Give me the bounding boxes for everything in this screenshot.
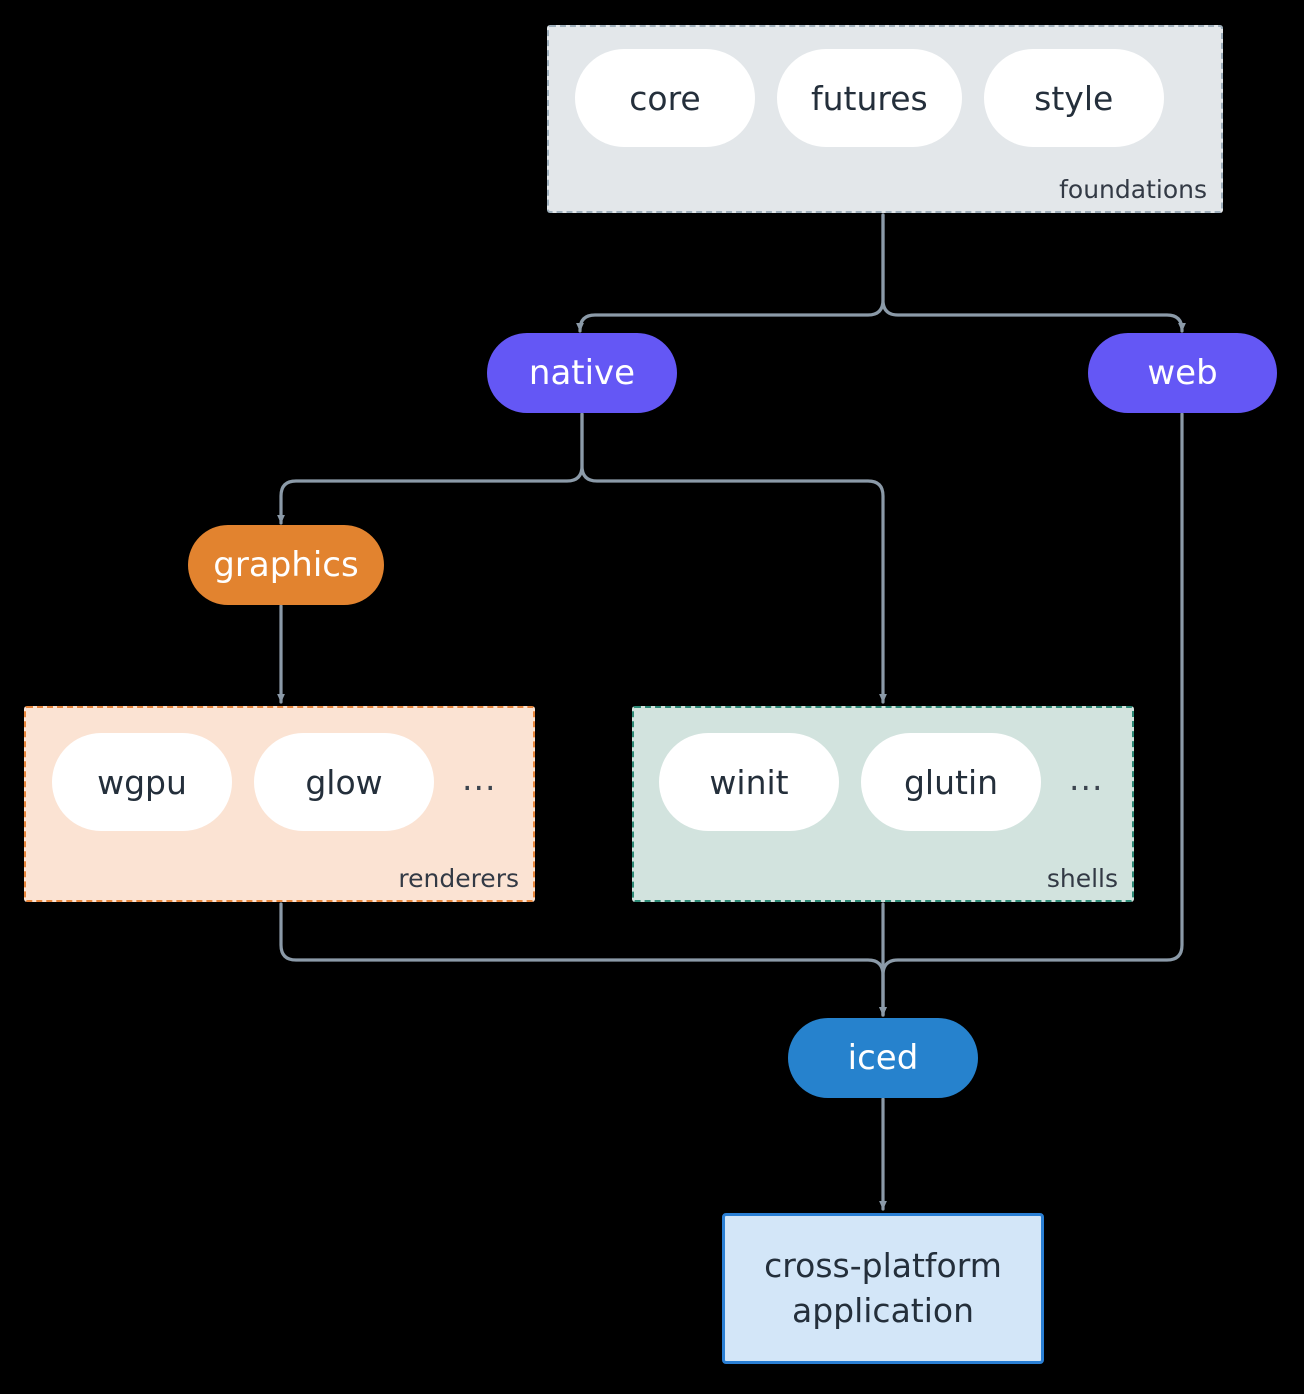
cluster-renderers-items: wgpu glow ...	[52, 733, 502, 831]
node-graphics[interactable]: graphics	[188, 525, 384, 605]
node-cross-platform-application[interactable]: cross-platform application	[722, 1213, 1044, 1364]
edge-renderers-iced	[279, 902, 887, 1017]
pill-wgpu[interactable]: wgpu	[52, 733, 232, 831]
node-native[interactable]: native	[487, 333, 677, 413]
application-line-2: application	[791, 1290, 975, 1330]
cluster-shells: winit glutin ... shells	[632, 706, 1134, 902]
node-web[interactable]: web	[1088, 333, 1277, 413]
cluster-renderers: wgpu glow ... renderers	[24, 706, 535, 902]
pill-glutin[interactable]: glutin	[861, 733, 1041, 831]
pill-winit[interactable]: winit	[659, 733, 839, 831]
cluster-shells-label: shells	[1046, 863, 1118, 893]
cluster-foundations-label: foundations	[1059, 174, 1207, 204]
cluster-renderers-label: renderers	[398, 863, 519, 893]
renderers-ellipsis: ...	[462, 758, 497, 798]
application-line-1: cross-platform	[764, 1245, 1002, 1285]
node-iced[interactable]: iced	[788, 1018, 978, 1098]
pill-glow[interactable]: glow	[254, 733, 434, 831]
cluster-shells-items: winit glutin ...	[659, 733, 1109, 831]
cluster-foundations: core futures style foundations	[547, 25, 1223, 213]
shells-ellipsis: ...	[1069, 758, 1104, 798]
pill-style[interactable]: style	[983, 49, 1164, 147]
edge-foundations-web	[881, 213, 1186, 333]
edge-foundations-native	[576, 213, 885, 333]
pill-core[interactable]: core	[575, 49, 755, 147]
cluster-foundations-items: core futures style	[575, 49, 1164, 147]
edge-native-graphics	[277, 412, 584, 525]
pill-futures[interactable]: futures	[777, 49, 962, 147]
edge-native-shells	[580, 412, 887, 704]
